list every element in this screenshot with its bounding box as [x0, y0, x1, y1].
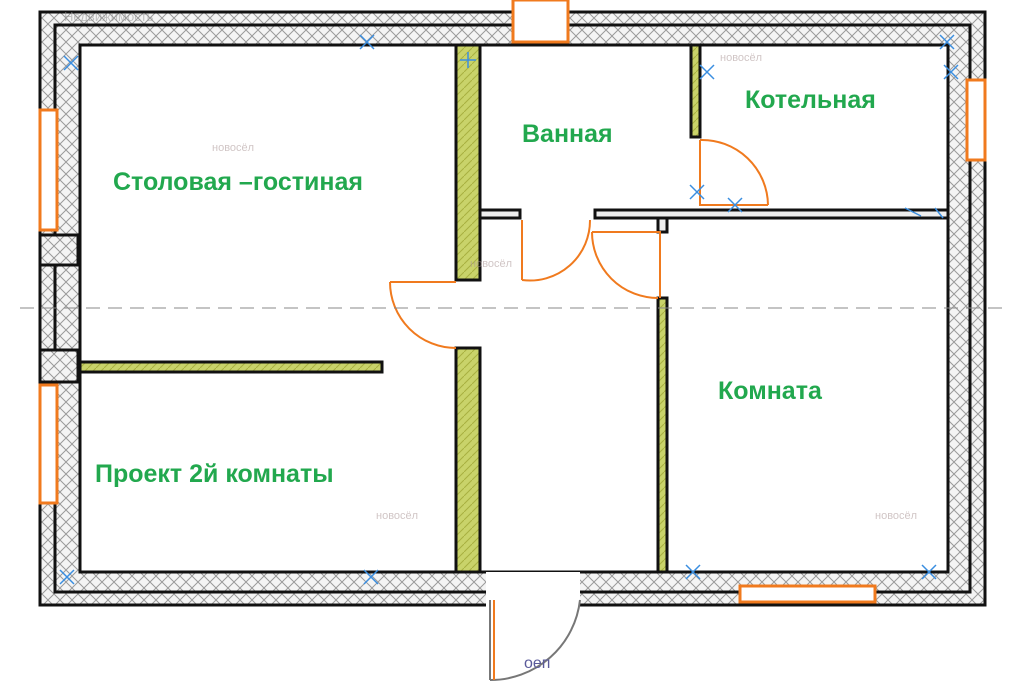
dimension-note: оеп: [524, 655, 551, 672]
brand-watermark: новосёл: [376, 510, 419, 522]
watermark: Недвижимость: [64, 9, 154, 24]
room-label-room: Комната: [718, 377, 822, 405]
windows: [38, 0, 987, 604]
room-label-bath: Ванная: [522, 120, 613, 148]
room-label-living: Столовая –гостиная: [113, 168, 363, 196]
room-label-second-room: Проект 2й комнаты: [95, 460, 334, 488]
brand-watermark: новосёл: [212, 142, 255, 154]
brand-watermark: новосёл: [720, 52, 763, 64]
room-label-boiler: Котельная: [745, 86, 876, 114]
brand-watermark: новосёл: [470, 258, 513, 270]
doors: [389, 138, 769, 682]
interior-walls: [78, 43, 950, 574]
brand-watermark: новосёл: [875, 510, 918, 522]
dimension-marks: [59, 34, 959, 585]
